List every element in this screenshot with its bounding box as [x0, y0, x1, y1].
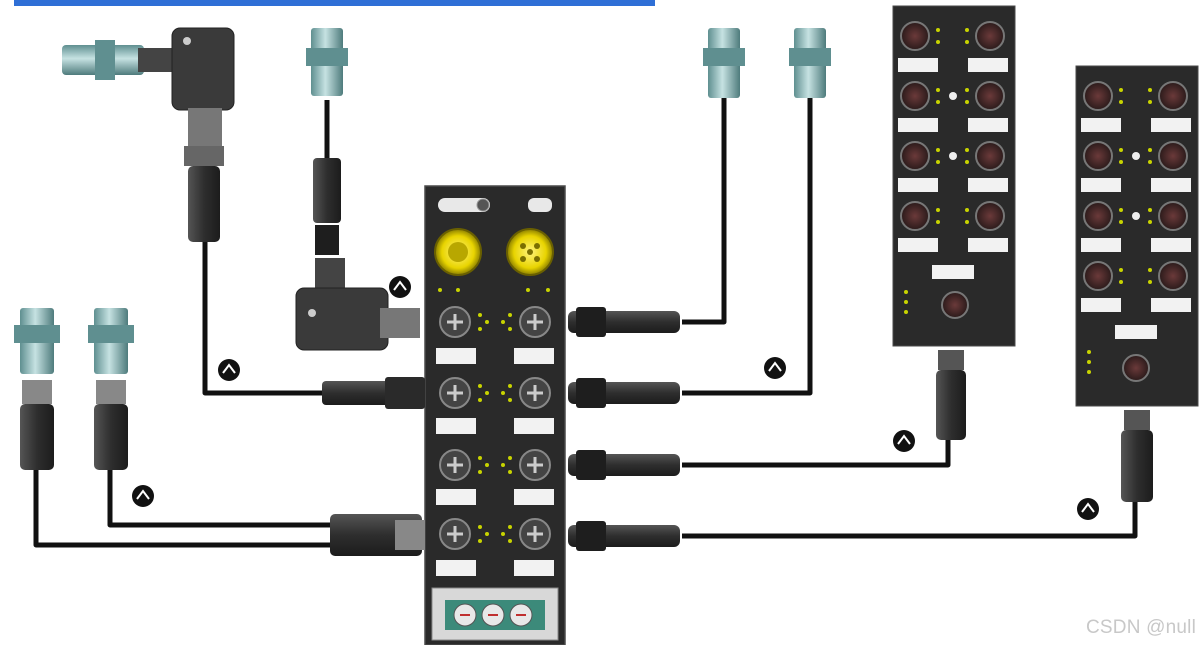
sensor-top-center — [306, 28, 348, 96]
sensor-top-left — [62, 40, 178, 80]
sensor-left-2 — [88, 308, 134, 470]
remote-module-1 — [893, 6, 1015, 440]
cable-marker-3 — [132, 485, 154, 507]
cable-right-4 — [682, 500, 1135, 536]
cable-marker-2 — [218, 359, 240, 381]
watermark: CSDN @null — [1086, 617, 1196, 639]
cable-marker-5 — [893, 430, 915, 452]
t-splitter-top-left — [172, 28, 234, 242]
sensor-right-2 — [789, 28, 831, 98]
address-switch-panel — [432, 588, 558, 640]
header-label-right — [528, 198, 552, 212]
cable-left-sensor-1 — [36, 470, 330, 545]
right-plugs — [568, 307, 680, 551]
sensor-left-1 — [14, 308, 60, 470]
t-splitter — [296, 158, 420, 350]
cable-right-2 — [682, 98, 810, 393]
cable-marker-1 — [389, 276, 411, 298]
cable-marker-4 — [764, 357, 786, 379]
cable-marker-6 — [1077, 498, 1099, 520]
main-io-module — [425, 186, 565, 645]
left-plugs — [322, 377, 425, 556]
cable-right-1 — [682, 98, 724, 322]
sensor-right-1 — [703, 28, 745, 98]
remote-module-2 — [1076, 66, 1198, 502]
